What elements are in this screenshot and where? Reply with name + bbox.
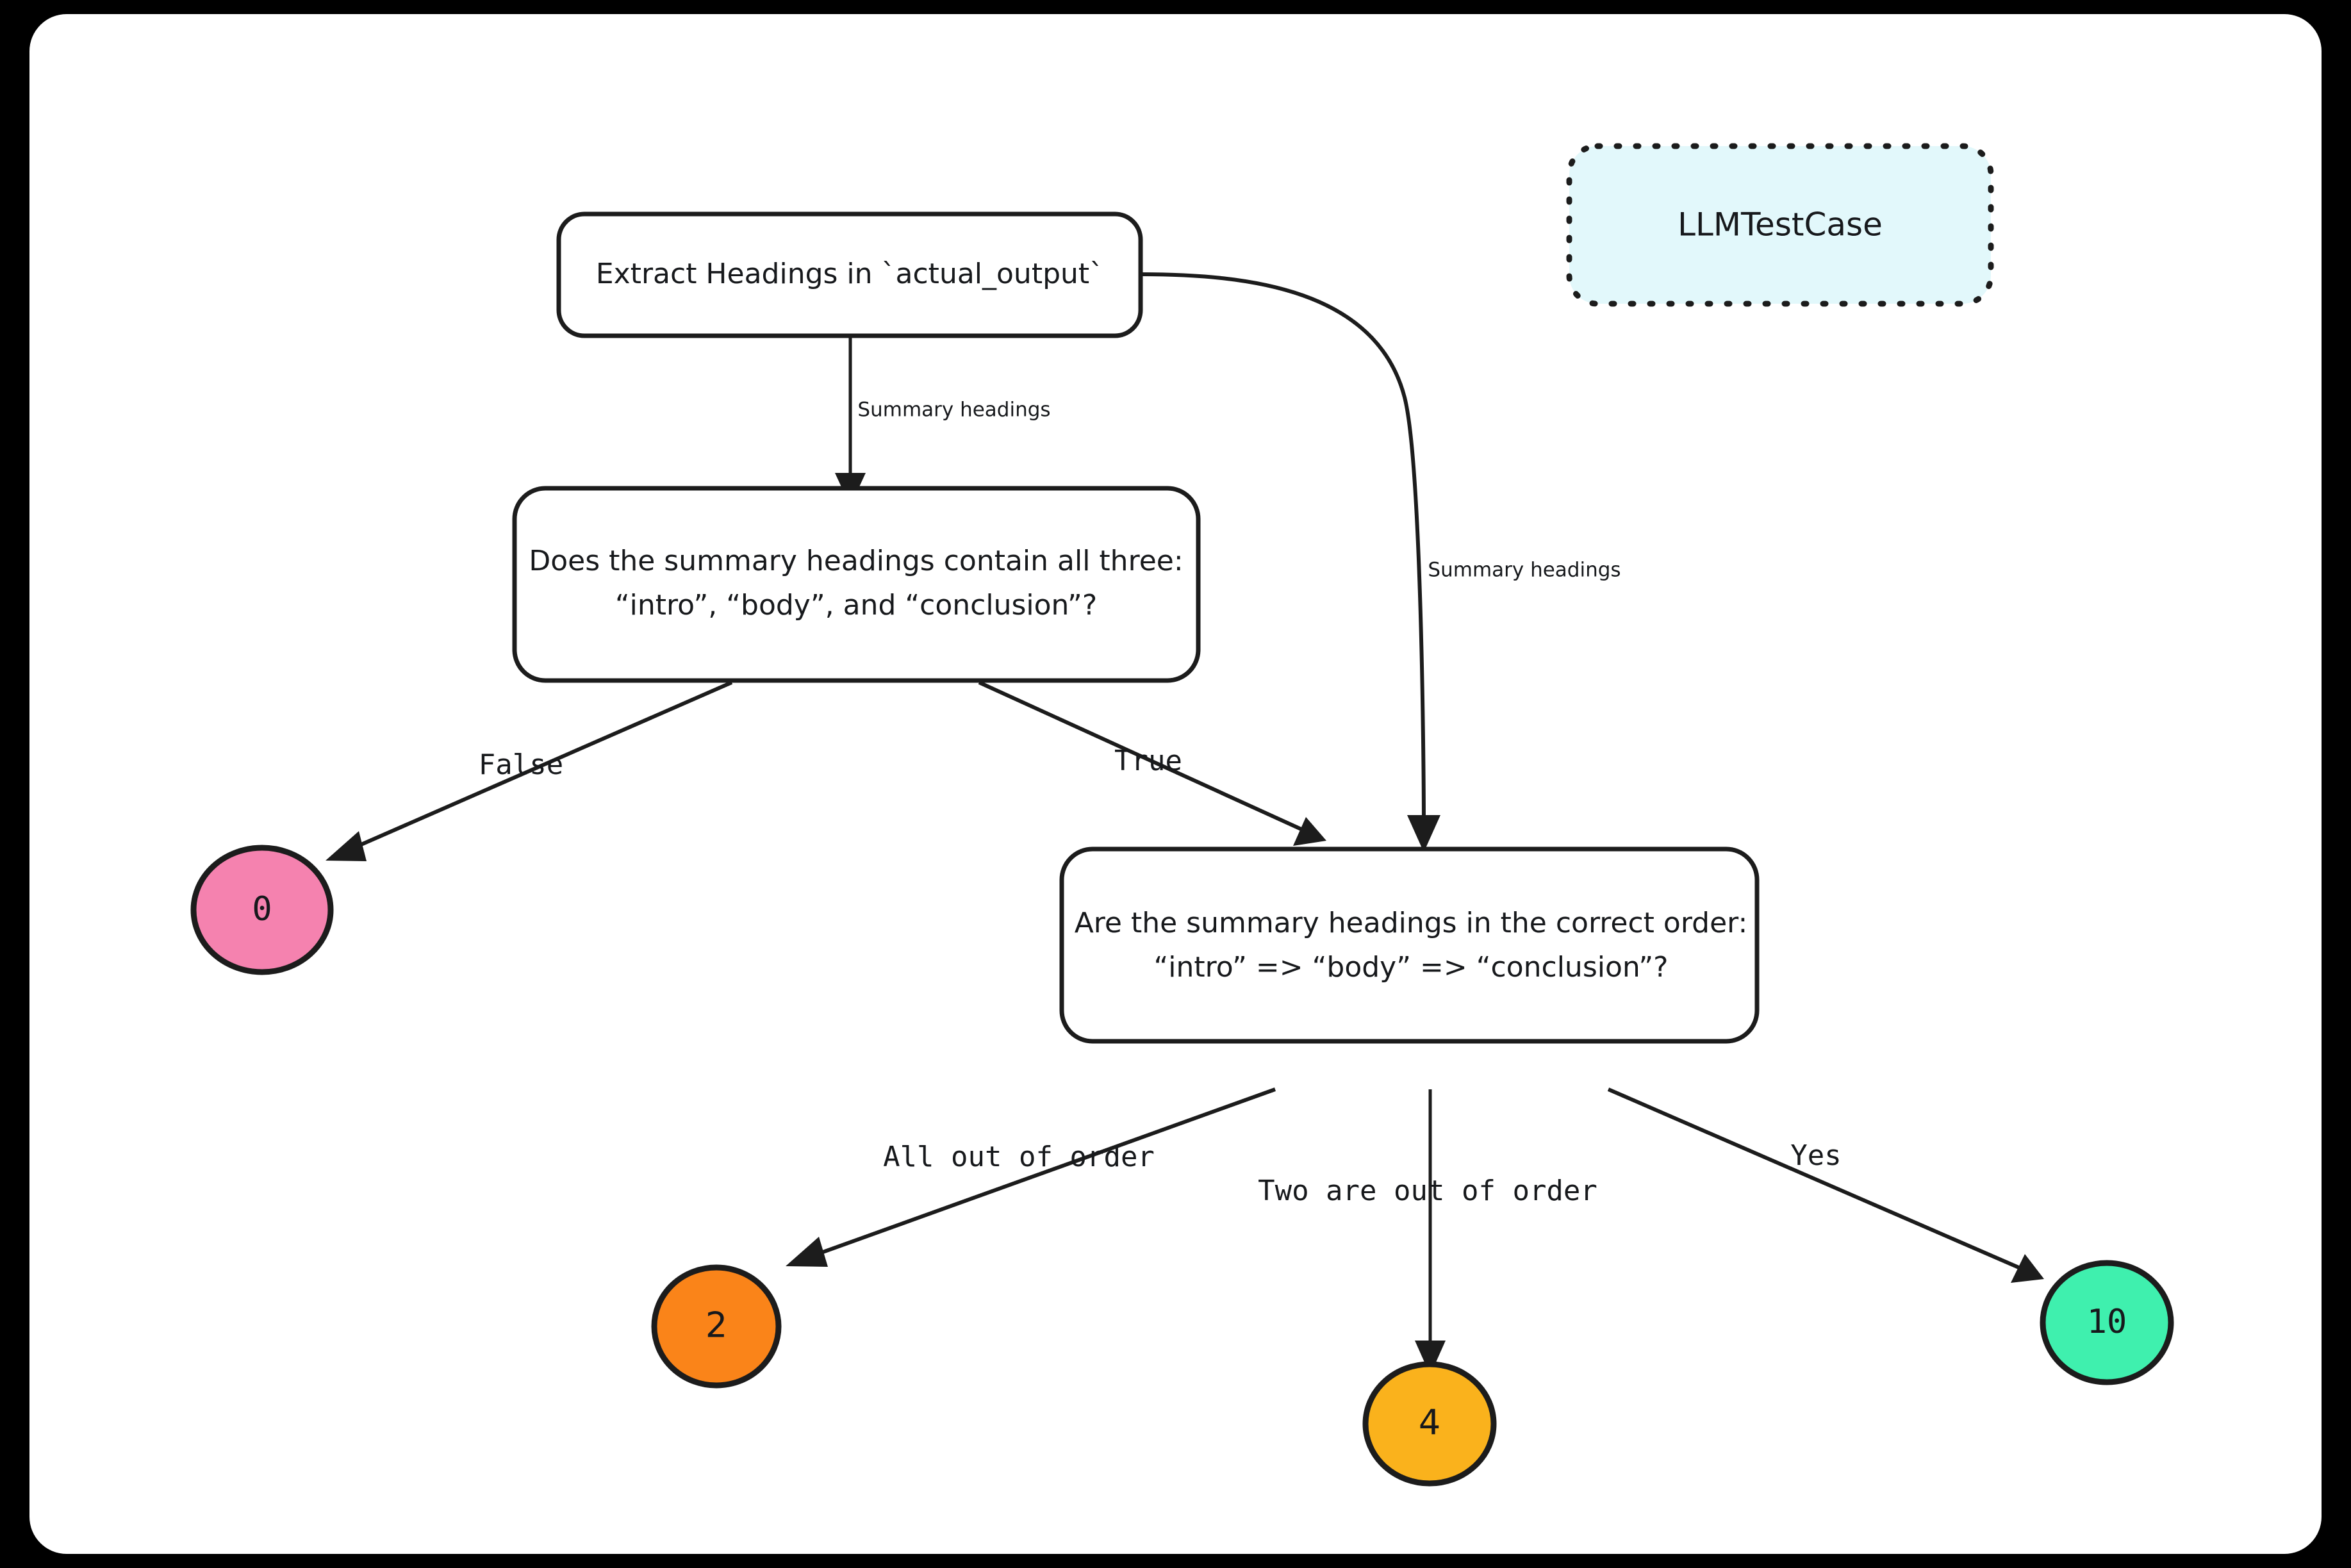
edge-order-yes: [1607, 1087, 2044, 1283]
terminal-score-10[interactable]: 10: [2040, 1260, 2174, 1385]
edge-label-extract-to-contains: Summary headings: [857, 399, 1050, 422]
node-contains-all-three[interactable]: Does the summary headings contain all th…: [512, 486, 1201, 683]
terminal-score-2-shape[interactable]: [651, 1264, 782, 1389]
edge-label-order-yes: Yes: [1790, 1139, 1841, 1172]
terminal-score-0-label: 0: [252, 890, 272, 928]
edge-label-contains-false: False: [479, 748, 563, 781]
node-correct-order[interactable]: Are the summary headings in the correct …: [1059, 846, 1760, 1044]
legend-llmtestcase[interactable]: LLMTestCase: [1566, 143, 1994, 307]
node-contains-all-three-line1: Does the summary headings contain all th…: [529, 545, 1183, 577]
node-extract-headings-label: Extract Headings in `actual_output`: [596, 258, 1103, 290]
node-correct-order-line2: “intro” => “body” => “conclusion”?: [1153, 951, 1668, 984]
node-extract-headings[interactable]: Extract Headings in `actual_output`: [556, 211, 1143, 338]
node-contains-all-three-shape[interactable]: [512, 486, 1201, 683]
edge-label-extract-to-order: Summary headings: [1428, 559, 1621, 582]
edge-label-order-two-out: Two are out of order: [1258, 1175, 1597, 1207]
edge-contains-true: [978, 681, 1326, 846]
node-correct-order-line1: Are the summary headings in the correct …: [1075, 907, 1748, 939]
edge-order-two-out: [1415, 1089, 1446, 1375]
terminal-score-4-label: 4: [1419, 1403, 1440, 1443]
edge-label-order-all-out: All out of order: [883, 1141, 1155, 1173]
terminal-score-2[interactable]: 2: [651, 1264, 782, 1389]
terminal-score-2-label: 2: [705, 1305, 727, 1346]
terminal-score-10-shape[interactable]: [2040, 1260, 2174, 1385]
terminal-score-10-label: 10: [2087, 1303, 2127, 1341]
edge-order-all-out: [786, 1087, 1276, 1267]
edge-contains-false: [326, 681, 733, 861]
legend-llmtestcase-shape[interactable]: [1566, 143, 1994, 307]
node-contains-all-three-line2: “intro”, “body”, and “conclusion”?: [615, 589, 1097, 622]
legend-llmtestcase-label: LLMTestCase: [1678, 206, 1883, 243]
node-correct-order-shape[interactable]: [1059, 846, 1760, 1044]
terminal-score-0[interactable]: 0: [190, 845, 334, 975]
edge-label-contains-true: True: [1114, 745, 1182, 777]
terminal-score-0-shape[interactable]: [190, 845, 334, 975]
node-extract-headings-shape[interactable]: [556, 211, 1143, 338]
terminal-score-4[interactable]: 4: [1362, 1361, 1497, 1487]
terminal-score-4-shape[interactable]: [1362, 1361, 1497, 1487]
edge-extract-to-order: [1140, 272, 1440, 852]
